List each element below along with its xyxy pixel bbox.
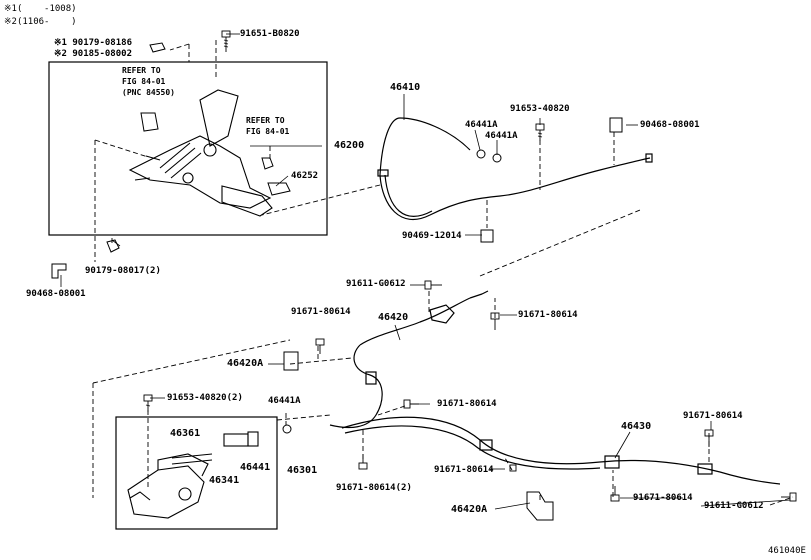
callout-91671-80614-c: 91671-80614	[437, 399, 497, 409]
callout-46430: 46430	[621, 421, 652, 432]
callout-90179-08186: ※1 90179-08186	[54, 38, 132, 48]
dashed-guides	[92, 40, 794, 506]
callout-91671-80614-d: 91671-80614	[434, 465, 494, 475]
callout-46441a-1: 46441A	[465, 120, 498, 130]
callout-90469-12014: 90469-12014	[402, 231, 462, 241]
pedal-assembly-box	[48, 61, 328, 236]
callout-46420a-top: 46420A	[227, 358, 264, 369]
callout-90179-08017: 90179-08017(2)	[85, 266, 161, 276]
callout-91671-80614-b: 91671-80614	[518, 310, 578, 320]
callout-46441a-2: 46441A	[485, 131, 518, 141]
callout-46301: 46301	[287, 465, 318, 476]
note-1: ※1( -1008)	[4, 4, 77, 14]
callout-46361: 46361	[170, 428, 201, 439]
bolt-icons	[143, 30, 797, 502]
callout-91653-40820-top: 91653-40820	[510, 104, 570, 114]
callout-91611-g0612-top: 91611-G0612	[346, 279, 406, 289]
callout-90468-08001-left: 90468-08001	[26, 289, 86, 299]
callout-46420: 46420	[378, 312, 409, 323]
callout-91671-80614-f: 91671-80614	[633, 493, 693, 503]
lever-assembly-box	[115, 416, 278, 530]
callout-90185-08002: ※2 90185-08002	[54, 49, 132, 59]
callout-46252: 46252	[291, 171, 319, 181]
callout-90468-08001-right: 90468-08001	[640, 120, 700, 130]
callout-46410: 46410	[390, 82, 421, 93]
callout-46200: 46200	[334, 140, 365, 151]
callout-46441a-3: 46441A	[268, 396, 301, 406]
pedal-assembly-drawing	[128, 89, 273, 217]
figure-id: 461040E	[768, 546, 806, 556]
cable-46430	[341, 416, 781, 485]
callout-91611-g0612-bottom: 91611-G0612	[704, 501, 764, 511]
refer-to-fig-84-01: REFER TO FIG 84-01	[246, 116, 290, 136]
cable-46420	[329, 290, 489, 429]
cable-46410	[377, 117, 653, 221]
callout-91671-80614-2: 91671-80614(2)	[336, 483, 412, 493]
callout-46441: 46441	[240, 462, 271, 473]
lever-assembly-drawing	[127, 431, 259, 519]
callout-46420a-bottom: 46420A	[451, 504, 488, 515]
note-2: ※2(1106- )	[4, 17, 77, 27]
leader-lines	[60, 33, 791, 510]
callout-46341: 46341	[209, 475, 240, 486]
callout-91671-80614-a: 91671-80614	[291, 307, 351, 317]
callout-91671-80614-e: 91671-80614	[683, 411, 743, 421]
clip-icons	[51, 42, 623, 521]
callout-91651-b0820: 91651-B0820	[240, 29, 300, 39]
refer-to-fig-84-01-pnc: REFER TO FIG 84-01 (PNC 84550)	[122, 66, 175, 97]
callout-91653-40820-2: 91653-40820(2)	[167, 393, 243, 403]
